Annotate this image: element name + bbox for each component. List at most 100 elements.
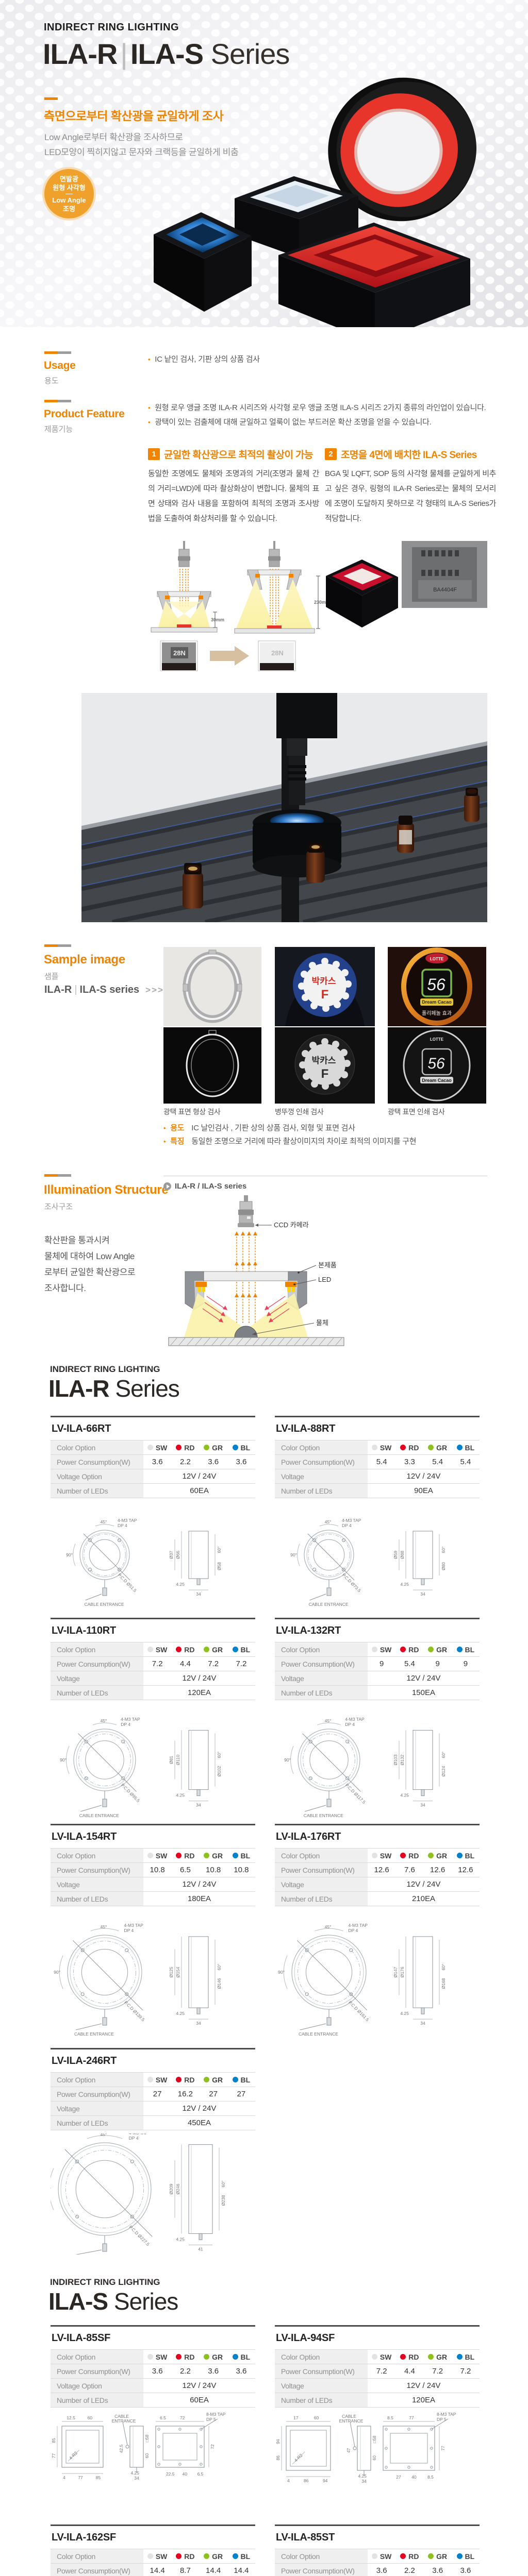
dimension-drawing: 12.5 60 85 77 4 77 85 4-R2 CABLE ENTRANC… — [51, 2412, 226, 2481]
product-model: LV-ILA-66RT — [52, 1423, 111, 1434]
color-option: RD — [171, 2076, 199, 2084]
spec-table: Color Option SW RD GR BL Power Consumpti… — [51, 2349, 255, 2408]
svg-text:12.5: 12.5 — [67, 2415, 75, 2420]
svg-text:4-R2: 4-R2 — [68, 2450, 78, 2461]
feature2-title: 조명을 4면에 배치한 ILA-S Series — [341, 450, 477, 461]
svg-text:Ø88: Ø88 — [400, 1551, 405, 1559]
color-option: RD — [395, 2552, 423, 2561]
color-option: BL — [452, 1852, 480, 1860]
svg-text:60°: 60° — [217, 1752, 222, 1758]
product-model: LV-ILA-85SF — [52, 2332, 111, 2344]
svg-text:Ø209: Ø209 — [169, 2183, 174, 2194]
ring-light-photo — [328, 77, 476, 222]
sample-series-label: ILA-R|ILA-S series>>> — [44, 984, 164, 995]
section-title-product-feature: Product Feature — [44, 408, 125, 420]
svg-text:4-M3 TAP: 4-M3 TAP — [345, 1717, 365, 1722]
svg-text:86: 86 — [275, 2455, 280, 2461]
svg-text:6.5: 6.5 — [160, 2415, 166, 2420]
spec-row-color: Color Option SW RD GR BL — [275, 2549, 480, 2564]
svg-text:77: 77 — [51, 2453, 56, 2459]
color-option: GR — [200, 2353, 227, 2361]
dimension-drawing: 17 60 94 86 4 86 94 4-R2 CABLE ENTRANCE … — [275, 2412, 456, 2484]
svg-text:90°: 90° — [54, 1970, 60, 1975]
page-title: ILA-R|ILA-S Series — [43, 37, 290, 71]
spec-row-voltage: Voltage 12V / 24V — [275, 1671, 480, 1686]
color-option: SW — [368, 1646, 395, 1654]
sample-inspect-ring-part — [163, 1027, 261, 1104]
svg-text:72: 72 — [210, 2444, 215, 2449]
spec-row-voltage: Voltage 12V / 24V — [51, 1671, 255, 1686]
color-option: SW — [368, 2552, 395, 2561]
color-option: SW — [143, 2552, 171, 2561]
svg-text:60°: 60° — [441, 1752, 446, 1758]
svg-text:60: 60 — [372, 2455, 377, 2461]
spec-row-color: Color Option SW RD GR BL — [275, 1849, 480, 1863]
ilar-kicker: INDIRECT RING LIGHTING — [50, 1364, 160, 1374]
bottle — [397, 816, 414, 853]
svg-text:LOTTE: LOTTE — [430, 957, 444, 961]
spec-row-color: Color Option SW RD GR BL — [51, 2350, 255, 2364]
sample-caption-1: 광택 표면 형상 검사 — [163, 1108, 221, 1116]
svg-text:45°: 45° — [325, 1924, 332, 1929]
svg-text:Ø103: Ø103 — [393, 1754, 398, 1765]
color-dot — [456, 1853, 463, 1858]
color-option: SW — [368, 2353, 395, 2361]
sample-caption-3: 광택 표면 인쇄 검사 — [388, 1108, 445, 1116]
svg-text:34: 34 — [196, 1803, 201, 1808]
color-option: RD — [171, 1852, 199, 1860]
product-card: LV-ILA-176RT Color Option SW RD GR BL Po… — [275, 1824, 480, 2048]
svg-text:DP 5: DP 5 — [437, 2417, 447, 2422]
dimension-drawing: 45° 90° 4-M3 TAP DP 4 P.C.D Ø95.5 CABLE … — [60, 1717, 222, 1818]
svg-text:CABLE ENTRANCE: CABLE ENTRANCE — [309, 1602, 349, 1607]
color-option: SW — [143, 2353, 171, 2361]
illum-series-label: ILA-R / ILA-S series — [163, 1182, 246, 1191]
svg-text:CABLE ENTRANCE: CABLE ENTRANCE — [304, 1813, 343, 1818]
color-dot — [400, 2553, 406, 2559]
svg-text:60°: 60° — [217, 1964, 222, 1971]
svg-text:34: 34 — [420, 2021, 425, 2026]
svg-text:94: 94 — [275, 2439, 280, 2444]
feature1-body: 동일한 조명에도 물체와 조명과의 거리(조명과 물체 간의 거리=LWD)에 … — [148, 469, 319, 523]
svg-text:Ø176: Ø176 — [400, 1967, 405, 1977]
color-dot — [400, 2354, 406, 2360]
svg-text:40: 40 — [183, 2471, 188, 2477]
svg-text:폴리페놀 효과: 폴리페놀 효과 — [422, 1010, 452, 1016]
hero-sub2: LED모양이 찍히지않고 문자와 크랙등을 균일하게 비춤 — [44, 147, 239, 157]
sample-photo-ring-part — [163, 947, 261, 1026]
ilas-card-row-1: LV-ILA-85SF Color Option SW RD GR BL Pow… — [51, 2325, 480, 2524]
ilar-title: ILA-R Series — [48, 1375, 180, 1402]
color-dot — [232, 2553, 238, 2559]
section-subtitle-usage: 용도 — [44, 377, 59, 385]
color-dot — [204, 2354, 210, 2360]
svg-text:56: 56 — [427, 1055, 445, 1072]
svg-text:P.C.D Ø117.5: P.C.D Ø117.5 — [344, 1783, 367, 1805]
color-option: BL — [227, 2353, 255, 2361]
svg-text:90°: 90° — [278, 1970, 285, 1975]
svg-text:45°: 45° — [325, 1718, 332, 1723]
spec-table: Color Option SW RD GR BL Power Consumpti… — [51, 1642, 255, 1700]
color-option: GR — [424, 1852, 452, 1860]
svg-text:45°: 45° — [101, 1924, 107, 1929]
color-dot — [428, 2553, 434, 2559]
color-option: SW — [368, 1444, 395, 1452]
svg-text:40: 40 — [411, 2475, 417, 2480]
product-card: LV-ILA-246RT Color Option SW RD GR BL Po… — [44, 2048, 255, 2263]
color-dot — [147, 2077, 153, 2082]
product-feature-bullet2: 광택이 있는 검출체에 대해 균일하고 얼룩이 없는 부드러운 확산 조명을 얻… — [148, 416, 499, 427]
dimension-drawing: 45° 90° 4-M3 TAP DP 4 P.C.D Ø139.5 CABLE… — [54, 1923, 222, 2037]
color-option: SW — [143, 1852, 171, 1860]
svg-text:Ø125: Ø125 — [169, 1967, 174, 1977]
color-option: BL — [452, 1444, 480, 1452]
svg-text:P.C.D Ø139.5: P.C.D Ø139.5 — [123, 2000, 146, 2023]
svg-text:Ø168: Ø168 — [441, 1978, 446, 1989]
section-dash-product-feature — [44, 400, 71, 402]
svg-text:Ø124: Ø124 — [441, 1766, 446, 1776]
color-option: GR — [424, 1444, 452, 1452]
color-option: BL — [227, 1852, 255, 1860]
svg-text:4.25: 4.25 — [400, 1793, 409, 1798]
feature2-number: 2 — [325, 448, 337, 460]
accent-dash — [44, 97, 58, 100]
sample-series-r: ILA-R — [44, 984, 72, 995]
